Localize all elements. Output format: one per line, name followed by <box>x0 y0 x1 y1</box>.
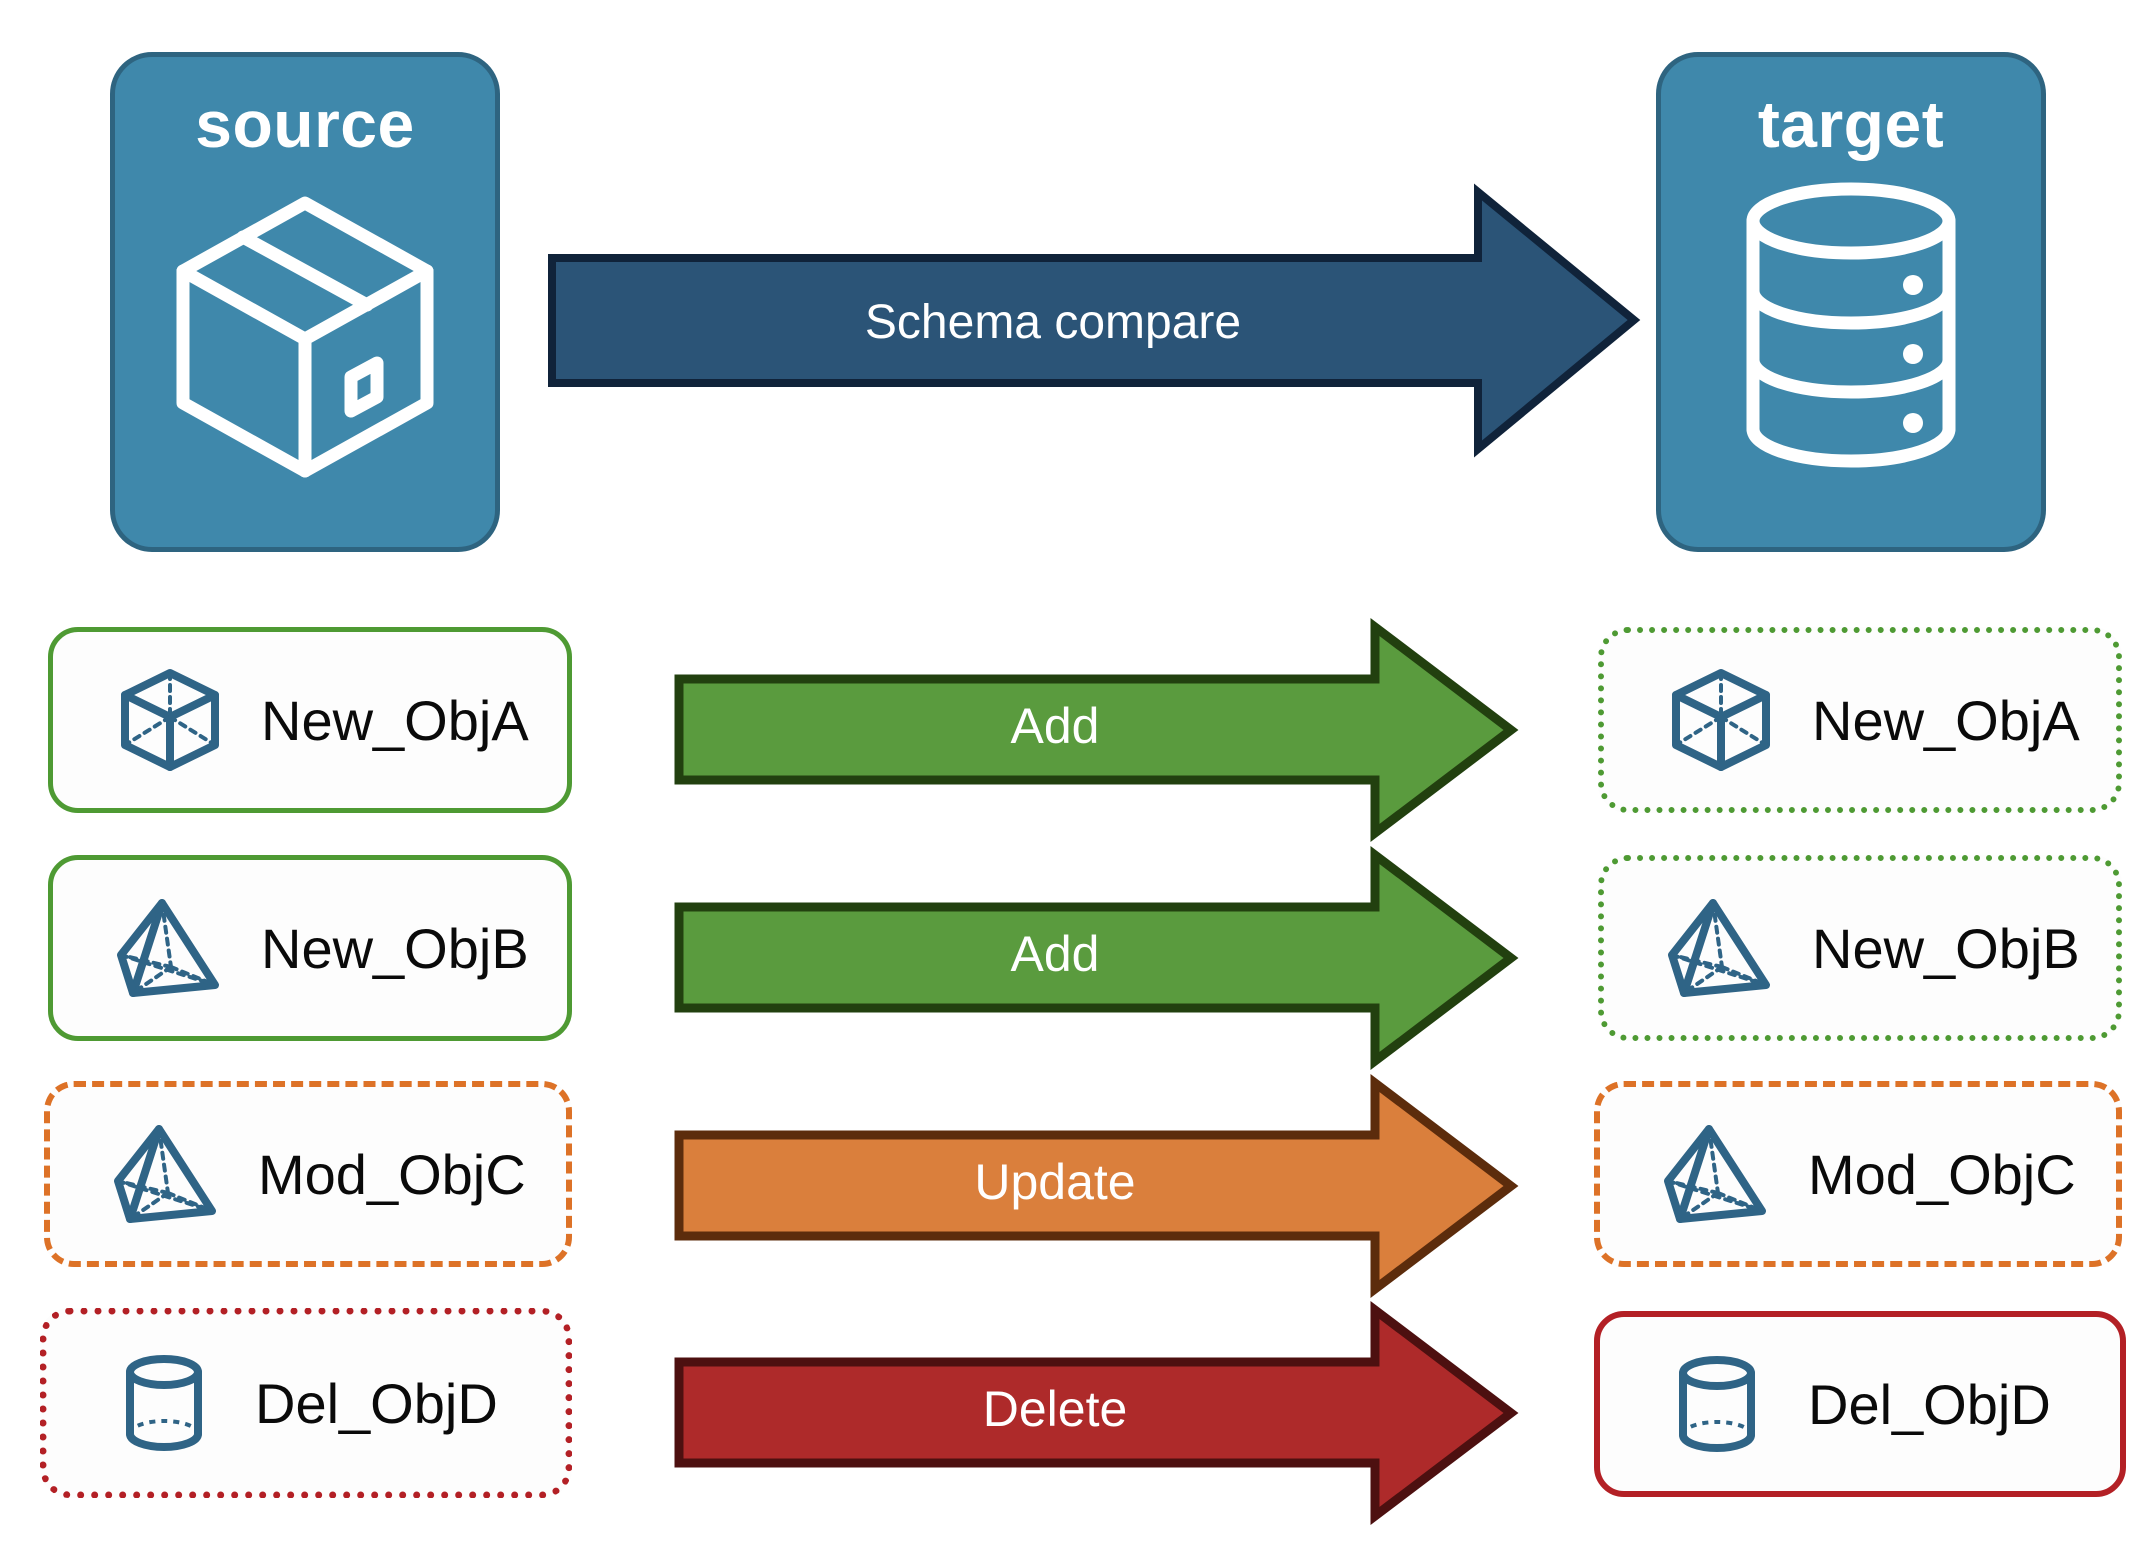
action-arrow-row-3 <box>674 1073 1519 1299</box>
target-object-label-3: Mod_ObjC <box>1808 1142 2076 1206</box>
pyramid-3d-icon <box>115 893 225 1003</box>
target-object-label-4: Del_ObjD <box>1808 1372 2051 1436</box>
source-object-row-1[interactable]: New_ObjA <box>48 627 572 813</box>
target-panel: target <box>1656 52 2046 552</box>
target-object-row-1[interactable]: New_ObjA <box>1598 627 2122 813</box>
source-object-label-1: New_ObjA <box>261 688 529 752</box>
database-cylinder-icon <box>1701 175 2001 475</box>
source-object-label-3: Mod_ObjC <box>258 1142 526 1206</box>
cube-3d-icon <box>1666 665 1776 775</box>
package-box-icon <box>155 175 455 478</box>
pyramid-3d-icon <box>112 1119 222 1229</box>
target-object-row-4[interactable]: Del_ObjD <box>1594 1311 2126 1497</box>
source-object-label-2: New_ObjB <box>261 916 529 980</box>
target-object-row-3[interactable]: Mod_ObjC <box>1594 1081 2122 1267</box>
source-object-label-4: Del_ObjD <box>255 1371 498 1435</box>
target-title: target <box>1757 87 1945 161</box>
target-object-label-2: New_ObjB <box>1812 916 2080 980</box>
action-arrow-row-1 <box>674 617 1519 843</box>
cylinder-3d-icon <box>109 1348 219 1458</box>
target-object-row-2[interactable]: New_ObjB <box>1598 855 2122 1041</box>
pyramid-3d-icon <box>1662 1119 1772 1229</box>
source-panel: source <box>110 52 500 552</box>
source-title: source <box>195 87 415 161</box>
action-arrow-row-2 <box>674 845 1519 1071</box>
cube-3d-icon <box>115 665 225 775</box>
pyramid-3d-icon <box>1666 893 1776 1003</box>
source-object-row-2[interactable]: New_ObjB <box>48 855 572 1041</box>
cylinder-3d-icon <box>1662 1349 1772 1459</box>
source-object-row-4[interactable]: Del_ObjD <box>40 1308 572 1498</box>
action-arrow-row-4 <box>674 1300 1519 1526</box>
source-object-row-3[interactable]: Mod_ObjC <box>44 1081 572 1267</box>
schema-compare-arrow <box>548 183 1641 458</box>
target-object-label-1: New_ObjA <box>1812 688 2080 752</box>
